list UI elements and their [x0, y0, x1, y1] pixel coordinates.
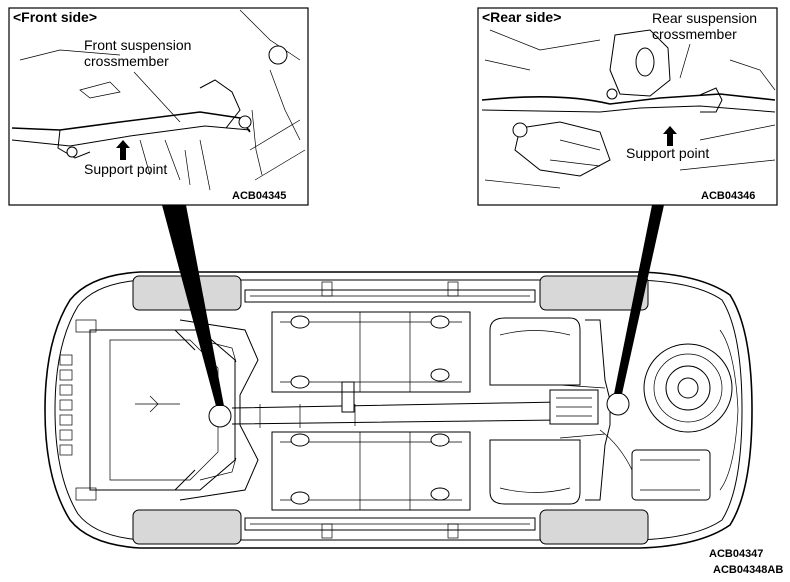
front-support-point-marker	[208, 404, 232, 428]
composite-figure-code: ACB04348AB	[713, 564, 783, 576]
muffler	[631, 449, 711, 501]
rear-figure-code: ACB04346	[701, 190, 755, 202]
rear-support-point-marker	[606, 392, 630, 416]
rear-right-tire	[539, 509, 649, 545]
rear-support-point-label: Support point	[626, 145, 709, 161]
rear-panel-title: <Rear side>	[482, 9, 561, 25]
main-figure-code: ACB04347	[709, 548, 763, 560]
front-part-label-line2: crossmember	[84, 53, 169, 69]
spare-wheel-well	[643, 343, 733, 433]
front-support-point-label: Support point	[84, 161, 167, 177]
rear-callout-pointer	[614, 205, 664, 394]
rear-side-panel: <Rear side> Rear suspension crossmember …	[477, 7, 778, 206]
front-callout-pointer	[162, 205, 224, 406]
vehicle-underbody	[44, 271, 753, 549]
front-part-label-line1: Front suspension	[84, 37, 191, 53]
front-figure-code: ACB04345	[232, 190, 286, 202]
front-panel-title: <Front side>	[13, 9, 97, 25]
rear-part-label-line2: crossmember	[652, 26, 737, 42]
front-support-arrow	[116, 140, 130, 160]
rear-support-arrow	[663, 126, 677, 146]
rear-part-label-line1: Rear suspension	[652, 10, 757, 26]
front-side-panel: <Front side> Front suspension crossmembe…	[8, 7, 309, 206]
front-right-tire	[132, 509, 242, 545]
rear-left-tire	[539, 275, 649, 311]
